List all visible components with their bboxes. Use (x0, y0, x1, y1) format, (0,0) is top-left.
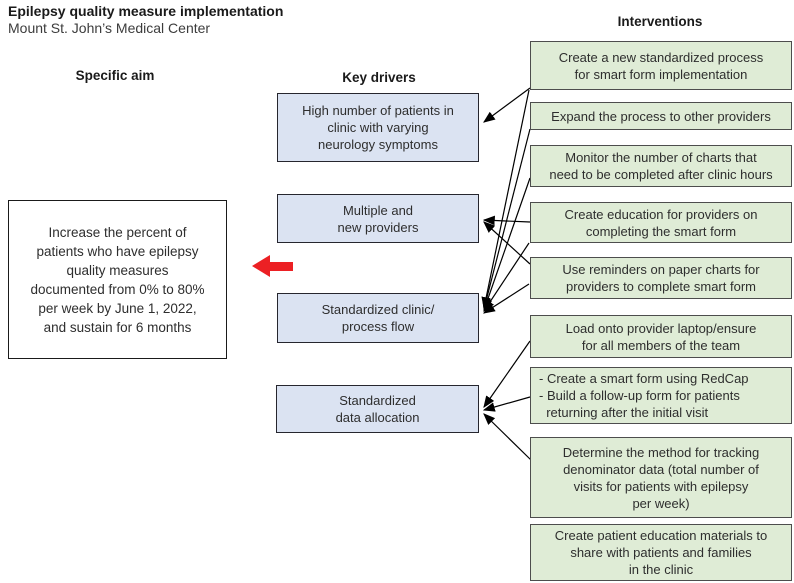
page-subtitle: Mount St. John’s Medical Center (8, 20, 211, 36)
connector-i5-d3 (482, 283, 530, 314)
intervention-box-5: Use reminders on paper charts for provid… (530, 257, 792, 299)
connector-i1-d1 (483, 87, 531, 123)
connector-i6-d4 (483, 340, 531, 408)
connector-i2-d3 (482, 128, 531, 311)
red-arrow-to-aim (252, 255, 293, 277)
page-title: Epilepsy quality measure implementation (8, 3, 284, 19)
intervention-box-3: Monitor the number of charts that need t… (530, 145, 792, 187)
connector-i4-d2 (482, 215, 531, 226)
intervention-box-4: Create education for providers on comple… (530, 202, 792, 243)
specific-aim-box: Increase the percent of patients who hav… (8, 200, 227, 359)
connector-i5-d2 (483, 221, 531, 265)
intervention-box-6: Load onto provider laptop/ensure for all… (530, 315, 792, 358)
connector-i8-d4 (483, 413, 532, 461)
key-driver-box-3: Standardized clinic/ process flow (277, 293, 479, 343)
intervention-box-8: Determine the method for tracking denomi… (530, 437, 792, 518)
connector-i1-d3 (481, 89, 530, 310)
key-driver-box-1: High number of patients in clinic with v… (277, 93, 479, 162)
intervention-box-7: - Create a smart form using RedCap - Bui… (530, 367, 792, 424)
column-header-key-drivers: Key drivers (342, 70, 416, 85)
intervention-box-2: Expand the process to other providers (530, 102, 792, 130)
connector-i7-d4 (482, 396, 531, 412)
connector-i3-d3 (483, 177, 531, 312)
intervention-box-1: Create a new standardized process for sm… (530, 41, 792, 90)
intervention-box-9: Create patient education materials to sh… (530, 524, 792, 581)
column-header-interventions: Interventions (617, 14, 703, 29)
connector-i4-d3 (483, 242, 530, 313)
key-driver-box-4: Standardized data allocation (276, 385, 479, 433)
column-header-specific-aim: Specific aim (75, 68, 155, 83)
key-driver-box-2: Multiple and new providers (277, 194, 479, 243)
